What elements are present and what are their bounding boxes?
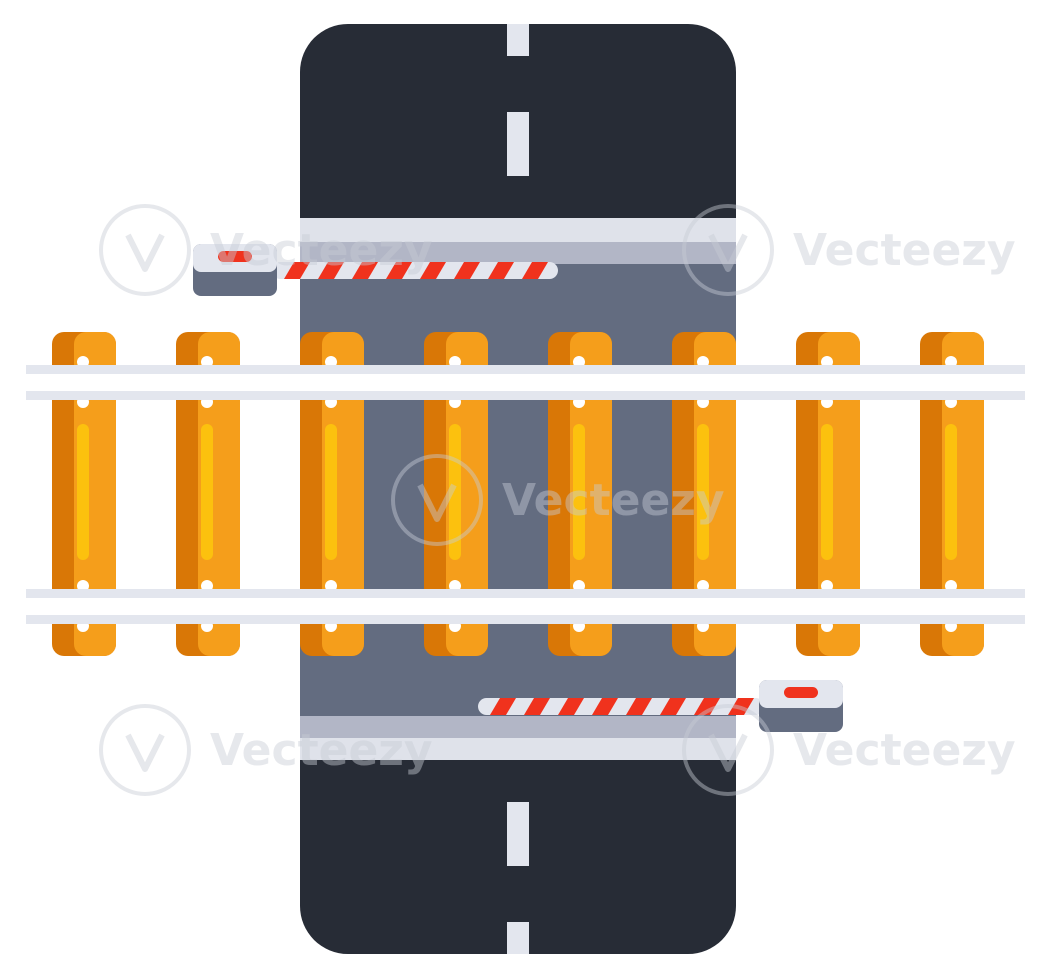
watermark: Vecteezy [682, 204, 1016, 296]
lane-dash [507, 24, 529, 56]
barrier-arm [272, 262, 558, 279]
lane-dash [507, 802, 529, 866]
lane-markings [507, 24, 529, 954]
watermark: Vecteezy [391, 454, 725, 546]
watermark-text: Vecteezy [793, 225, 1016, 276]
railway-sleepers [52, 332, 984, 656]
barrier-stripe [592, 698, 618, 715]
watermark-text: Vecteezy [210, 725, 433, 776]
barrier-top [193, 244, 558, 296]
sleeper [424, 332, 488, 656]
barrier-stripe [420, 262, 446, 279]
barrier-stripe [488, 262, 514, 279]
watermark-text: Vecteezy [210, 225, 433, 276]
watermark-text: Vecteezy [793, 725, 1016, 776]
barrier-stripe [490, 698, 516, 715]
sleeper [672, 332, 736, 656]
barrier-stripe [318, 262, 344, 279]
barrier-stripe [284, 262, 310, 279]
barrier-arm [478, 698, 764, 715]
road [300, 24, 736, 954]
curb-top-shadow [300, 242, 736, 264]
watermark: Vecteezy [682, 704, 1016, 796]
barrier-bottom [478, 680, 843, 732]
sleeper [176, 332, 240, 656]
barrier-stripe [626, 698, 652, 715]
sleeper [300, 332, 364, 656]
rails [26, 365, 1025, 624]
rail-bottom [26, 589, 1025, 624]
barrier-stripe [522, 262, 548, 279]
barrier-warning-light [784, 687, 818, 698]
watermark-layer: Vecteezy Vecteezy Vecteezy Vecteezy Vect [99, 204, 1016, 796]
barrier-stripe [454, 262, 480, 279]
barrier-stripe [660, 698, 686, 715]
watermark-text: Vecteezy [502, 475, 725, 526]
sleeper [796, 332, 860, 656]
sleeper [52, 332, 116, 656]
barrier-stripe [524, 698, 550, 715]
barrier-stripe [694, 698, 720, 715]
sleeper [920, 332, 984, 656]
barrier-stripe [728, 698, 754, 715]
crossing-surface [300, 264, 736, 716]
sleeper [548, 332, 612, 656]
lane-dash [507, 112, 529, 176]
barrier-control-box [759, 680, 843, 732]
watermark: Vecteezy [99, 204, 433, 296]
barrier-stripe [558, 698, 584, 715]
barrier-control-box [193, 244, 277, 296]
barrier-stripe [386, 262, 412, 279]
barrier-stripe [352, 262, 378, 279]
rail-top [26, 365, 1025, 400]
barrier-warning-light [218, 251, 252, 262]
curb-bottom [300, 738, 736, 760]
curb-bottom-shadow [300, 716, 736, 738]
lane-dash [507, 922, 529, 954]
watermark: Vecteezy [99, 704, 433, 796]
